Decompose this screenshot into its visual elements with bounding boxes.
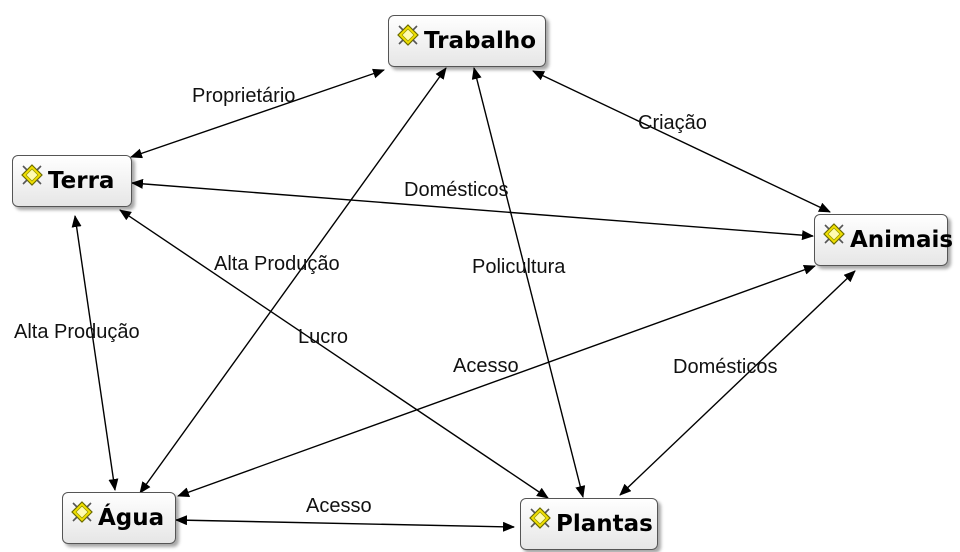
concept-node-icon bbox=[21, 164, 43, 186]
edge-label-terra-animais: Domésticos bbox=[404, 179, 509, 201]
edge-label-terra-agua: Alta Produção bbox=[14, 321, 140, 343]
edge-label-animais-plantas: Domésticos bbox=[673, 356, 778, 378]
node-label: Plantas bbox=[556, 511, 653, 537]
edge-label-agua-plantas: Acesso bbox=[306, 495, 372, 517]
edge-agua-animais[interactable] bbox=[177, 265, 816, 497]
edge-label-agua-animais: Acesso bbox=[453, 355, 519, 377]
node-trabalho[interactable]: Trabalho bbox=[388, 15, 546, 67]
node-label: Animais bbox=[850, 227, 954, 253]
edge-terra-agua[interactable] bbox=[71, 215, 119, 491]
node-label: Terra bbox=[48, 168, 115, 194]
node-label: Trabalho bbox=[424, 28, 537, 54]
edge-agua-plantas[interactable] bbox=[175, 515, 515, 532]
edge-trabalho-plantas[interactable] bbox=[471, 67, 586, 498]
edge-label-trabalho-plantas: Policultura bbox=[472, 256, 566, 278]
edge-animais-plantas[interactable] bbox=[619, 270, 856, 496]
edge-label-trabalho-animais: Criação bbox=[638, 112, 707, 134]
node-agua[interactable]: Água bbox=[62, 492, 176, 544]
edge-agua-trabalho[interactable] bbox=[139, 67, 447, 494]
concept-node-icon bbox=[529, 507, 551, 529]
edge-label-terra-trabalho: Proprietário bbox=[192, 85, 296, 107]
node-plantas[interactable]: Plantas bbox=[520, 498, 658, 550]
edge-trabalho-animais[interactable] bbox=[532, 70, 831, 213]
node-terra[interactable]: Terra bbox=[12, 155, 132, 207]
concept-node-icon bbox=[71, 501, 93, 523]
edge-terra-trabalho[interactable] bbox=[130, 68, 385, 159]
concept-node-icon bbox=[397, 24, 419, 46]
node-animais[interactable]: Animais bbox=[814, 214, 953, 266]
concept-node-icon bbox=[823, 223, 845, 245]
edge-label-agua-trabalho: Alta Produção bbox=[214, 253, 340, 275]
node-label: Água bbox=[98, 505, 165, 531]
edge-label-terra-plantas: Lucro bbox=[298, 326, 349, 348]
